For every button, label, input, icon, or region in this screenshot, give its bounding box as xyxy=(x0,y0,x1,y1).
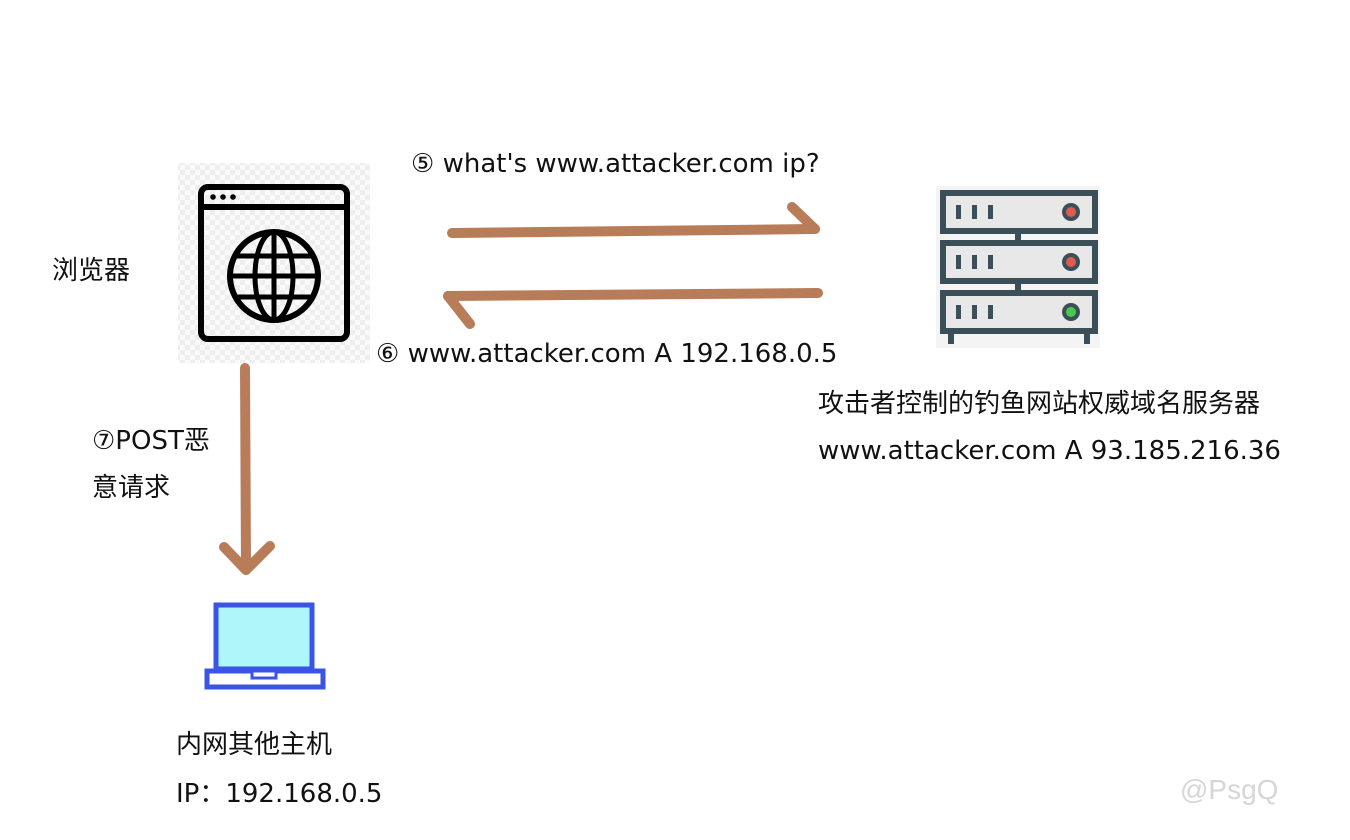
arrow-query xyxy=(447,202,820,238)
step-post-label-line1: ⑦POST恶 xyxy=(92,426,210,456)
browser-globe-icon xyxy=(178,163,370,363)
internal-host-title: 内网其他主机 xyxy=(176,730,333,760)
internal-host-ip: IP：192.168.0.5 xyxy=(176,779,383,809)
arrow-answer xyxy=(443,288,823,329)
laptop-icon xyxy=(204,602,326,690)
step-query-label: ⑤ what's www.attacker.com ip? xyxy=(411,149,820,179)
arrow-post xyxy=(219,363,275,575)
step-answer-label: ⑥ www.attacker.com A 192.168.0.5 xyxy=(376,339,838,369)
step-post-label-line2: 意请求 xyxy=(92,473,171,503)
browser-label: 浏览器 xyxy=(52,256,131,286)
dns-server-title: 攻击者控制的钓鱼网站权威域名服务器 xyxy=(818,389,1261,419)
watermark: @PsgQ xyxy=(1180,774,1279,805)
dns-server-record: www.attacker.com A 93.185.216.36 xyxy=(818,436,1281,466)
server-rack-icon xyxy=(936,186,1100,348)
